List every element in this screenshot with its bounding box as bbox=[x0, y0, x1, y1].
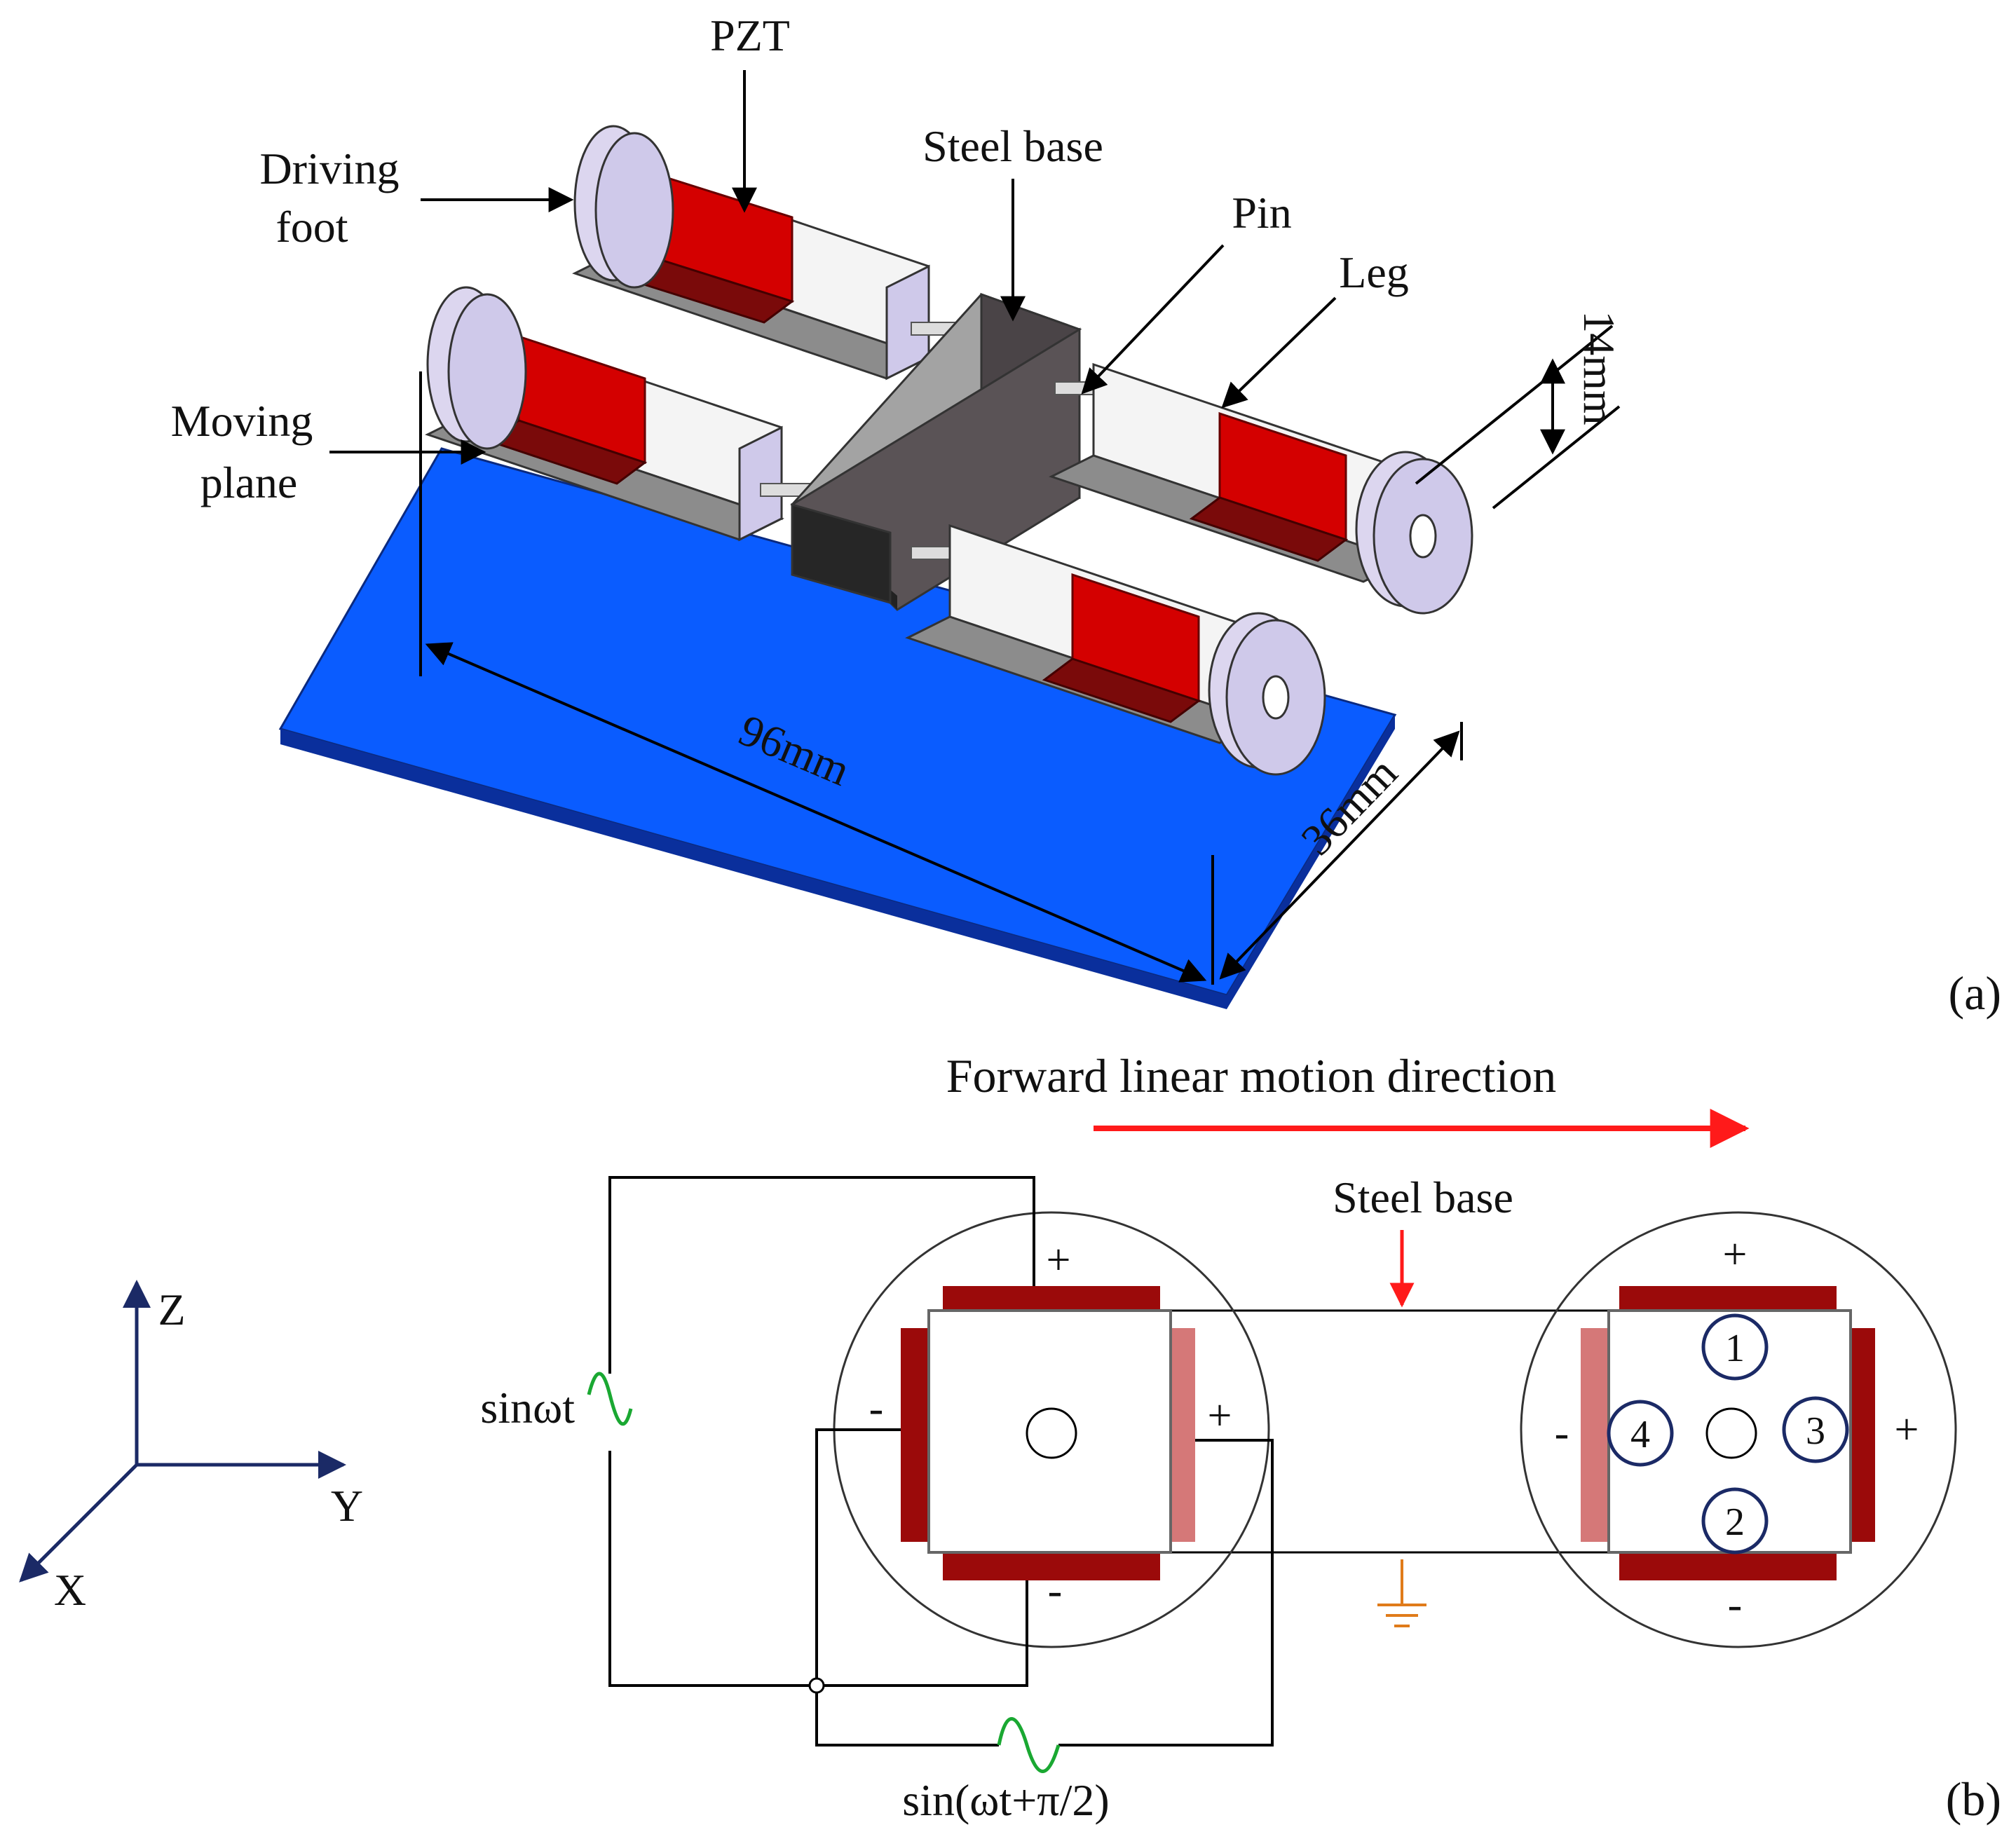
polarity-left-bottom: - bbox=[1048, 1567, 1063, 1615]
label-driving-foot-1: Driving bbox=[259, 144, 399, 193]
leg-back-right bbox=[1049, 362, 1473, 615]
source-2-wave-icon bbox=[997, 1717, 1061, 1773]
leg-arrow bbox=[1221, 296, 1337, 409]
label-pin: Pin bbox=[1232, 188, 1291, 238]
label-pzt: PZT bbox=[710, 11, 790, 60]
dim-36mm-line bbox=[1219, 730, 1460, 980]
label-source-1: sinωt bbox=[480, 1383, 575, 1433]
pin-arrow bbox=[1081, 244, 1225, 395]
label-steel-base-b: Steel base bbox=[1333, 1173, 1513, 1222]
right-leg-section: 1 2 3 4 bbox=[1520, 1211, 1957, 1648]
leg-front-left bbox=[425, 286, 810, 542]
axis-x bbox=[19, 1463, 138, 1583]
wiring-junction bbox=[808, 1677, 825, 1694]
label-moving-plane-2: plane bbox=[200, 458, 298, 507]
pzt-circle-4 bbox=[1607, 1400, 1674, 1467]
pzt-number-1: 1 bbox=[1725, 1327, 1745, 1370]
polarity-left-top: + bbox=[1047, 1236, 1071, 1284]
polarity-right-bottom: - bbox=[1728, 1581, 1743, 1629]
steel-base-block bbox=[790, 292, 1082, 611]
polarity-left-right: + bbox=[1208, 1392, 1232, 1440]
dimension-lines bbox=[419, 324, 1621, 985]
source-1-wave-icon bbox=[587, 1372, 633, 1426]
axis-label-x: X bbox=[54, 1565, 86, 1615]
polarity-left-left: - bbox=[869, 1385, 884, 1433]
leg-back-left bbox=[572, 125, 961, 381]
axis-label-y: Y bbox=[331, 1481, 363, 1531]
label-source-2: sin(ωt+π/2) bbox=[902, 1775, 1109, 1825]
pzt-circle-3 bbox=[1782, 1396, 1849, 1463]
label-forward-direction: Forward linear motion direction bbox=[946, 1049, 1557, 1102]
polarity-right-right: + bbox=[1895, 1406, 1919, 1454]
dim-96mm-line bbox=[425, 642, 1207, 983]
panel-b-tag: (b) bbox=[1946, 1772, 2001, 1826]
left-leg-section bbox=[833, 1211, 1270, 1648]
pzt-circle-2 bbox=[1701, 1487, 1769, 1554]
ground-icon bbox=[1377, 1559, 1426, 1627]
panel-b: Forward linear motion direction Steel ba… bbox=[19, 1049, 2001, 1826]
annotation-arrows bbox=[329, 70, 1337, 465]
label-moving-plane-1: Moving bbox=[171, 396, 313, 446]
pzt-number-2: 2 bbox=[1725, 1501, 1745, 1544]
pzt-number-3: 3 bbox=[1806, 1409, 1825, 1453]
label-dim-14mm: 14mm bbox=[1574, 310, 1624, 425]
label-leg: Leg bbox=[1339, 247, 1409, 297]
axis-label-z: Z bbox=[158, 1285, 185, 1334]
label-steel-base: Steel base bbox=[922, 121, 1103, 171]
coordinate-axes bbox=[19, 1280, 346, 1583]
pzt-circle-1 bbox=[1701, 1313, 1769, 1381]
label-driving-foot-2: foot bbox=[275, 202, 348, 252]
pzt-number-4: 4 bbox=[1630, 1413, 1650, 1456]
panel-a: PZT Driving foot Steel base Pin Leg Movi… bbox=[171, 11, 2001, 1020]
polarity-right-left: - bbox=[1555, 1409, 1569, 1457]
panel-a-tag: (a) bbox=[1949, 966, 2001, 1020]
polarity-right-top: + bbox=[1723, 1231, 1748, 1278]
